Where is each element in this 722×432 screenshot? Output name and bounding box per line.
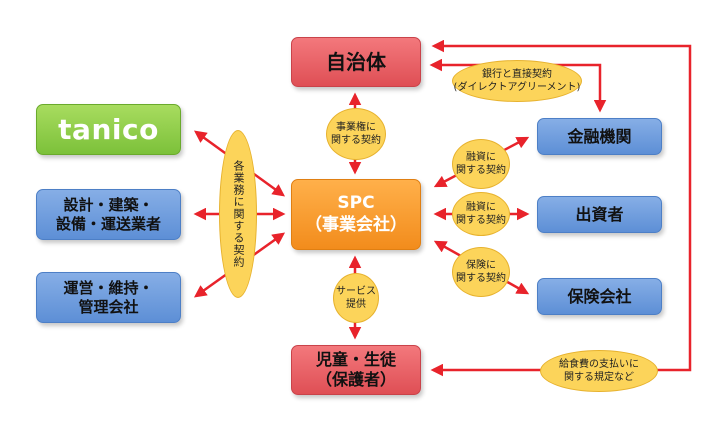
students-node: 児童・生徒 （保護者） xyxy=(291,345,421,395)
finance-contract-line1: 融資に xyxy=(466,151,496,163)
investment-contract-line2: 関する契約 xyxy=(456,215,506,226)
spc-node: SPC （事業会社） xyxy=(291,179,421,250)
bank-label: 金融機関 xyxy=(567,126,632,146)
tanico-logo-node: tanico xyxy=(36,104,181,155)
design-label-line2: 設備・運送業者 xyxy=(55,214,161,233)
direct-contract-line2: (ダイレクトアグリーメント) xyxy=(453,82,581,93)
business-rights-line2: 関する契約 xyxy=(331,135,381,146)
meal-payment-line1: 給食費の支払いに xyxy=(559,358,639,370)
investment-contract-line1: 融資に xyxy=(466,201,496,213)
business-rights-label: 事業権に 関する契約 xyxy=(326,108,386,160)
insurance-label: 保険会社 xyxy=(567,286,632,306)
meal-payment-line2: 関する規定など xyxy=(564,372,634,383)
spc-label-line1: SPC xyxy=(337,193,375,214)
service-line1: サービス xyxy=(336,285,376,297)
service-line2: 提供 xyxy=(346,299,366,310)
insurance-contract-label: 保険に 関する契約 xyxy=(452,247,510,297)
design-label-line1: 設計・建築・ xyxy=(63,195,154,214)
investor-node: 出資者 xyxy=(537,196,662,233)
operation-node: 運営・維持・ 管理会社 xyxy=(36,272,181,323)
tanico-logo: tanico xyxy=(58,113,159,146)
investment-contract-label: 融資に 関する契約 xyxy=(452,192,510,236)
insurance-node: 保険会社 xyxy=(537,278,662,315)
municipality-label: 自治体 xyxy=(326,49,386,74)
students-label-line2: （保護者） xyxy=(315,370,396,389)
bank-node: 金融機関 xyxy=(537,118,662,155)
investor-label: 出資者 xyxy=(575,204,624,224)
business-rights-line1: 事業権に xyxy=(336,121,376,133)
insurance-contract-line1: 保険に xyxy=(466,259,496,271)
service-label: サービス 提供 xyxy=(333,273,379,323)
direct-contract-line1: 銀行と直接契約 xyxy=(482,68,552,80)
municipality-node: 自治体 xyxy=(291,37,421,87)
operation-label-line2: 管理会社 xyxy=(78,297,139,316)
students-label-line1: 児童・生徒 xyxy=(315,350,396,369)
spc-label-line2: （事業会社） xyxy=(305,214,407,235)
finance-contract-line2: 関する契約 xyxy=(456,165,506,176)
various-contracts-text: 各業務に関する契約 xyxy=(232,160,245,268)
design-node: 設計・建築・ 設備・運送業者 xyxy=(36,189,181,240)
finance-contract-label: 融資に 関する契約 xyxy=(452,139,510,189)
insurance-contract-line2: 関する契約 xyxy=(456,273,506,284)
direct-contract-label: 銀行と直接契約 (ダイレクトアグリーメント) xyxy=(452,60,582,102)
meal-payment-label: 給食費の支払いに 関する規定など xyxy=(540,350,658,392)
various-contracts-label: 各業務に関する契約 xyxy=(219,130,257,298)
operation-label-line1: 運営・維持・ xyxy=(63,278,154,297)
